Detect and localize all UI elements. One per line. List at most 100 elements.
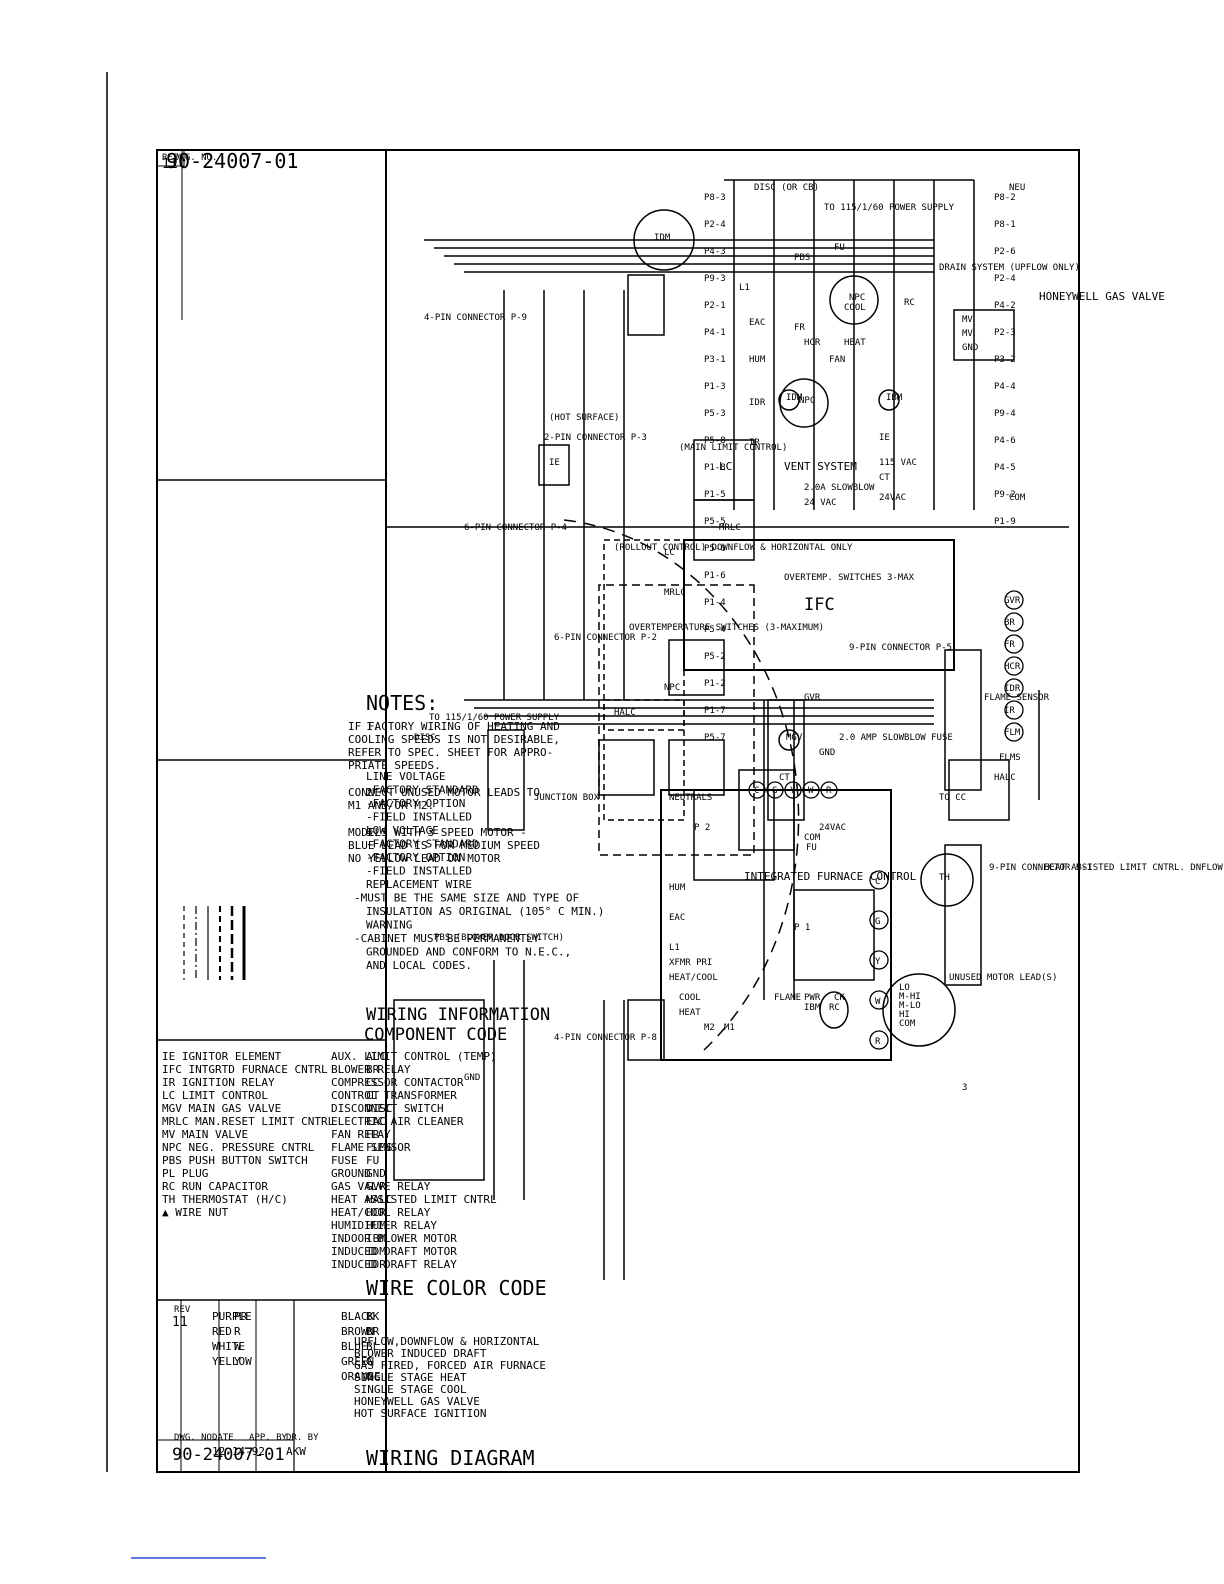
ladder-terminal-label: Y [790, 786, 796, 796]
ibm-terminal-label: M-HI [899, 992, 921, 1002]
ifc-p2-plug [693, 789, 775, 881]
ladder-idm-label: IDM [786, 393, 803, 403]
component-code-abbr: HCR [366, 1206, 386, 1219]
component-code-entry: LC LIMIT CONTROL [162, 1089, 268, 1102]
note-line: MODELS WITH 3 SPEED MOTOR - [348, 826, 527, 839]
component-code-abbr: DISC [366, 1102, 393, 1115]
wire-color-name: PURPLE [212, 1310, 252, 1323]
honeywell-valve-label: HONEYWELL GAS VALVE [1039, 290, 1165, 303]
ladder-ifc-label: IFC [804, 595, 835, 615]
wiring-info-line: REPLACEMENT WIRE [366, 878, 472, 891]
npc-vent-label: NPC [799, 396, 815, 406]
component-code-abbr: ALC [366, 1050, 386, 1063]
ifc-terminal-label: Y [875, 957, 881, 967]
ifc-p1-plug [793, 889, 875, 981]
wiring-info-line: -FIELD INSTALLED [366, 811, 472, 824]
xfmr-label: XFMR PRI [669, 958, 712, 968]
ladder-rc-label: RC [904, 298, 915, 308]
eac-label: EAC [669, 913, 685, 923]
npc-drain-label: NPC [849, 293, 865, 303]
connector-p5 [944, 649, 982, 791]
overtemp-label: OVERTEMPERATURE SWITCHES (3-MAXIMUM) [629, 623, 824, 633]
wiring-diagram-line: HONEYWELL GAS VALVE [354, 1395, 480, 1408]
junction-box [393, 999, 485, 1181]
ibm-terminal-label: COM [899, 1019, 916, 1029]
m1-label: M1 [724, 1023, 735, 1033]
component-code-entry: IR IGNITION RELAY [162, 1076, 275, 1089]
component-code-desc: COMPRESSOR CONTACTOR [331, 1076, 464, 1089]
component-code-desc: GAS VALVE RELAY [331, 1180, 431, 1193]
ifc-com-label: COM [804, 833, 821, 843]
ladder-l1-label: L1 [739, 283, 750, 293]
wire-color-code-block: WIRE COLOR CODE BKBLACKBRBROWNBLBLUEGGRE… [212, 1276, 547, 1383]
ladder-pin-label: P9-2 [994, 490, 1016, 500]
ladder-pin-label: P5-6 [704, 544, 726, 554]
mrlc-3 [598, 739, 655, 796]
ladder-terminal-g [766, 781, 784, 799]
date-value: 12-14-92 [212, 1445, 265, 1458]
ladder-gvr-label: GVR [804, 693, 821, 703]
connector-p8 [627, 999, 665, 1061]
ladder-relay-coil [1004, 722, 1024, 742]
note-line: CONNECT UNUSED MOTOR LEADS TO [348, 786, 540, 799]
halc-note-label: HEAT ASSISTED LIMIT CNTRL. DNFLOW & HORI… [1044, 863, 1224, 873]
date-label: DATE [212, 1433, 234, 1443]
ladder-ibm-symbol [878, 389, 900, 411]
ifc-terminal-c [869, 870, 889, 890]
wire-color-name: ORANGE [341, 1370, 381, 1383]
ladder-halc-group [603, 699, 685, 821]
ignitor-plug [538, 444, 570, 486]
valve-terminal-label: GND [962, 343, 978, 353]
wiring-diagram-line: UPFLOW,DOWNFLOW & HORIZONTAL [354, 1335, 540, 1348]
wire-color-name: BLACK [341, 1310, 374, 1323]
component-code-desc: INDUCED DRAFT MOTOR [331, 1245, 457, 1258]
wire-color-abbr: O [366, 1370, 373, 1383]
ladder-idm-symbol [778, 389, 800, 411]
ladder-pin-label: P1-6 [704, 571, 726, 581]
hot-surface-label: (HOT SURFACE) [549, 413, 619, 423]
line-legend [183, 906, 246, 980]
wiring-info-line: -FACTORY OPTION [366, 851, 465, 864]
ladder-pin-label: P1-5 [704, 490, 726, 500]
ladder-relay-label: IR [1004, 706, 1015, 716]
component-code-abbr: BR [366, 1063, 380, 1076]
ladder-flms-label: FLMS [999, 753, 1021, 763]
ladder-power-label: TO 115/1/60 POWER SUPPLY [824, 203, 955, 213]
ladder-pin-label: P1-9 [994, 517, 1016, 527]
lt-flame-label: FLAME [774, 993, 801, 1003]
ie-label: IE [549, 458, 560, 468]
wiring-info-title: WIRING INFORMATION [366, 1005, 550, 1025]
main-limit-label: (MAIN LIMIT CONTROL) [679, 443, 787, 453]
ladder-hcr-label: HCR [804, 338, 821, 348]
pbs-label: PBS (BLOWER DOOR SWITCH) [434, 933, 564, 943]
component-code-abbr: GVR [366, 1180, 386, 1193]
wiring-info-line: GROUNDED AND CONFORM TO N.E.C., [366, 946, 571, 959]
p1-label: 9-PIN CONNECTOR P-1 [989, 863, 1092, 873]
ladder-fuse-label: 2.0A SLOWBLOW [804, 483, 875, 493]
ladder-pin-label: P4-4 [994, 382, 1016, 392]
junction-box-label: JUNCTION BOX [534, 793, 600, 803]
wire-color-title: WIRE COLOR CODE [366, 1276, 547, 1300]
connector-p2 [487, 729, 525, 831]
ifc-terminal-label: R [875, 1037, 881, 1047]
ladder-pin-label: P5-7 [704, 733, 726, 743]
component-code-desc: INDOOR BLOWER MOTOR [331, 1232, 457, 1245]
hum-label: HUM [669, 883, 686, 893]
component-code-entry: TH THERMOSTAT (H/C) [162, 1193, 288, 1206]
ladder-pin-label: P1-7 [704, 706, 726, 716]
ladder-ct-label: CT [879, 473, 890, 483]
component-code-desc: HEAT ASSISTED LIMIT CNTRL [331, 1193, 497, 1206]
ladder-relay-coil [1004, 590, 1024, 610]
component-code-desc: GROUND [331, 1167, 371, 1180]
ladder-eac-label: EAC [749, 318, 765, 328]
ladder-24vac-b-label: 24 VAC [804, 498, 837, 508]
ifc-terminal-y [869, 950, 889, 970]
ladder-terminal-y [784, 781, 802, 799]
dashed-arc [563, 519, 800, 1051]
unused-leads-label: UNUSED MOTOR LEAD(S) [949, 973, 1057, 983]
wire-color-abbr: BK [366, 1310, 380, 1323]
component-code-abbr: FU [366, 1154, 379, 1167]
component-code-entry: MRLC MAN.RESET LIMIT CNTRL [162, 1115, 335, 1128]
